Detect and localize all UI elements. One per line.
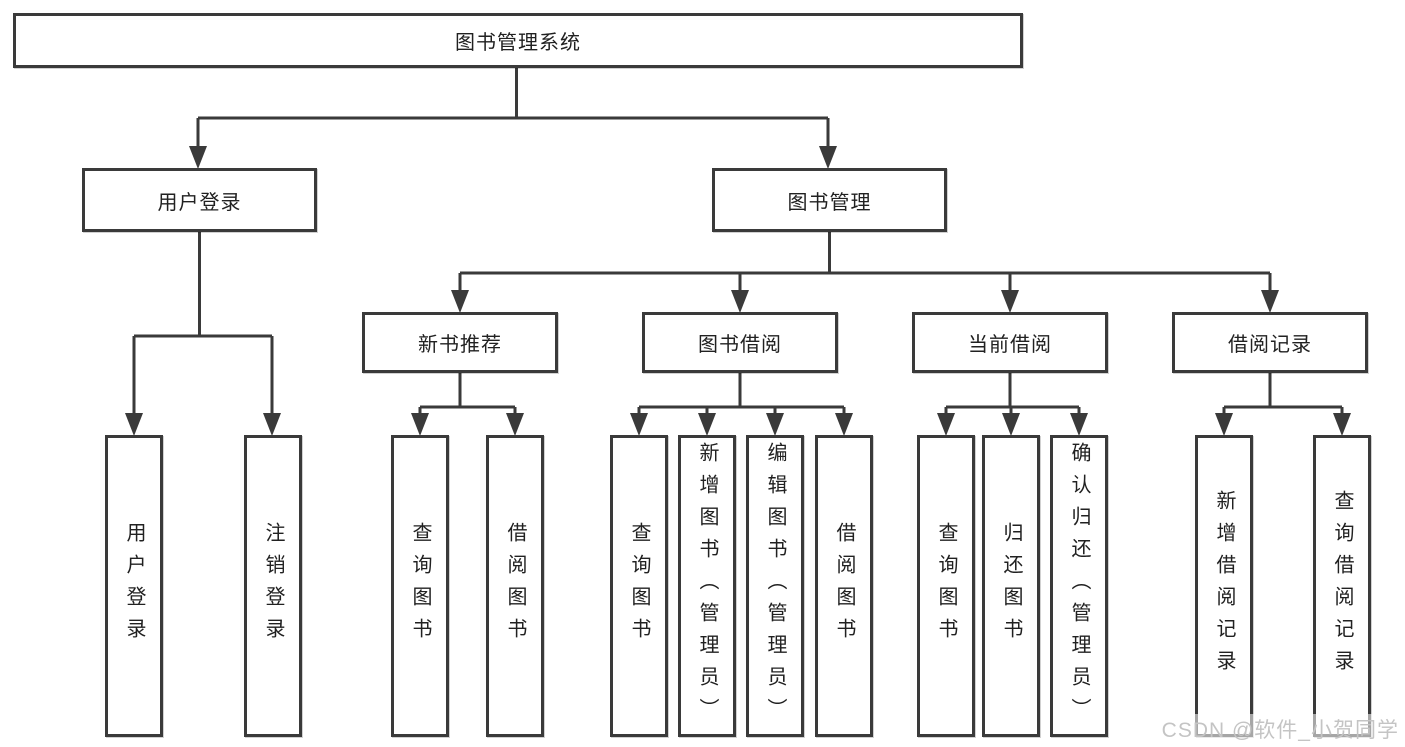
leaf-label: 查询图书 xyxy=(628,522,650,650)
leaf-borrow-book: 借阅图书 xyxy=(815,435,873,737)
leaf-add-borrow-record: 新增借阅记录 xyxy=(1195,435,1253,737)
leaf-edit-book-admin: 编辑图书（管理员） xyxy=(746,435,804,737)
leaf-label: 编辑图书（管理员） xyxy=(764,442,786,730)
leaf-label: 新增借阅记录 xyxy=(1213,490,1235,682)
leaf-logout: 注销登录 xyxy=(244,435,302,737)
connector-book-management-categories xyxy=(451,232,1279,313)
connector-current-borrow-children xyxy=(937,373,1088,436)
leaf-label: 归还图书 xyxy=(1000,522,1022,650)
node-current-borrow: 当前借阅 xyxy=(912,312,1108,373)
connector-user-login-children xyxy=(125,232,281,436)
connector-book-borrow-children xyxy=(630,373,853,436)
node-book-management-branch: 图书管理 xyxy=(712,168,947,232)
connector-new-book-children xyxy=(411,373,524,436)
leaf-query-book-borrow: 查询图书 xyxy=(610,435,668,737)
node-root-system: 图书管理系统 xyxy=(13,13,1023,68)
leaf-label: 用户登录 xyxy=(123,522,145,650)
connector-borrow-record-children xyxy=(1215,373,1351,436)
leaf-label: 查询借阅记录 xyxy=(1331,490,1353,682)
node-borrow-record: 借阅记录 xyxy=(1172,312,1368,373)
leaf-label: 借阅图书 xyxy=(833,522,855,650)
leaf-label: 注销登录 xyxy=(262,522,284,650)
node-root-label: 图书管理系统 xyxy=(455,32,581,54)
leaf-label: 查询图书 xyxy=(935,522,957,650)
leaf-query-borrow-record: 查询借阅记录 xyxy=(1313,435,1371,737)
leaf-query-book-current: 查询图书 xyxy=(917,435,975,737)
node-label: 当前借阅 xyxy=(968,334,1052,356)
node-label: 借阅记录 xyxy=(1228,334,1312,356)
node-label: 用户登录 xyxy=(157,191,242,214)
connector-root-to-branches xyxy=(189,68,837,169)
csdn-watermark: CSDN @软件_小贺同学 xyxy=(1159,714,1401,744)
leaf-return-book: 归还图书 xyxy=(982,435,1040,737)
leaf-add-book-admin: 新增图书（管理员） xyxy=(678,435,736,737)
leaf-label: 新增图书（管理员） xyxy=(696,442,718,730)
leaf-borrow-book-recommend: 借阅图书 xyxy=(486,435,544,737)
node-user-login-branch: 用户登录 xyxy=(82,168,317,232)
node-new-book-recommend: 新书推荐 xyxy=(362,312,558,373)
leaf-confirm-return-admin: 确认归还（管理员） xyxy=(1050,435,1108,737)
node-book-borrow: 图书借阅 xyxy=(642,312,838,373)
leaf-user-login: 用户登录 xyxy=(105,435,163,737)
leaf-query-book-recommend: 查询图书 xyxy=(391,435,449,737)
node-label: 图书借阅 xyxy=(698,334,782,356)
leaf-label: 查询图书 xyxy=(409,522,431,650)
node-label: 图书管理 xyxy=(787,191,872,214)
leaf-label: 确认归还（管理员） xyxy=(1068,442,1090,730)
node-label: 新书推荐 xyxy=(418,334,502,356)
leaf-label: 借阅图书 xyxy=(504,522,526,650)
